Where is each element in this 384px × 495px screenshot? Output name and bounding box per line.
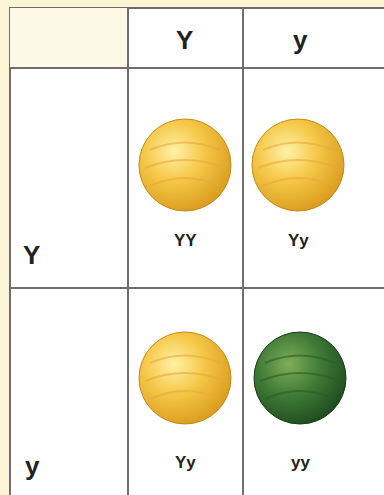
column-allele: Y (176, 27, 193, 53)
genotype-label: Yy (175, 454, 196, 471)
row-allele: y (25, 453, 39, 479)
row-allele: Y (23, 242, 40, 268)
yellow-pea (139, 119, 231, 211)
table-frame (10, 8, 384, 495)
green-pea (254, 332, 346, 424)
yellow-pea (252, 119, 344, 211)
grid-line (242, 8, 244, 495)
yellow-pea (139, 332, 231, 424)
genotype-label: Yy (288, 232, 309, 249)
corner-cell (10, 8, 128, 68)
column-allele: y (293, 27, 307, 53)
genotype-label: YY (174, 232, 197, 249)
genotype-label: yy (291, 454, 310, 471)
grid-line (127, 8, 129, 495)
grid-line (10, 287, 384, 289)
grid-line (10, 67, 384, 69)
